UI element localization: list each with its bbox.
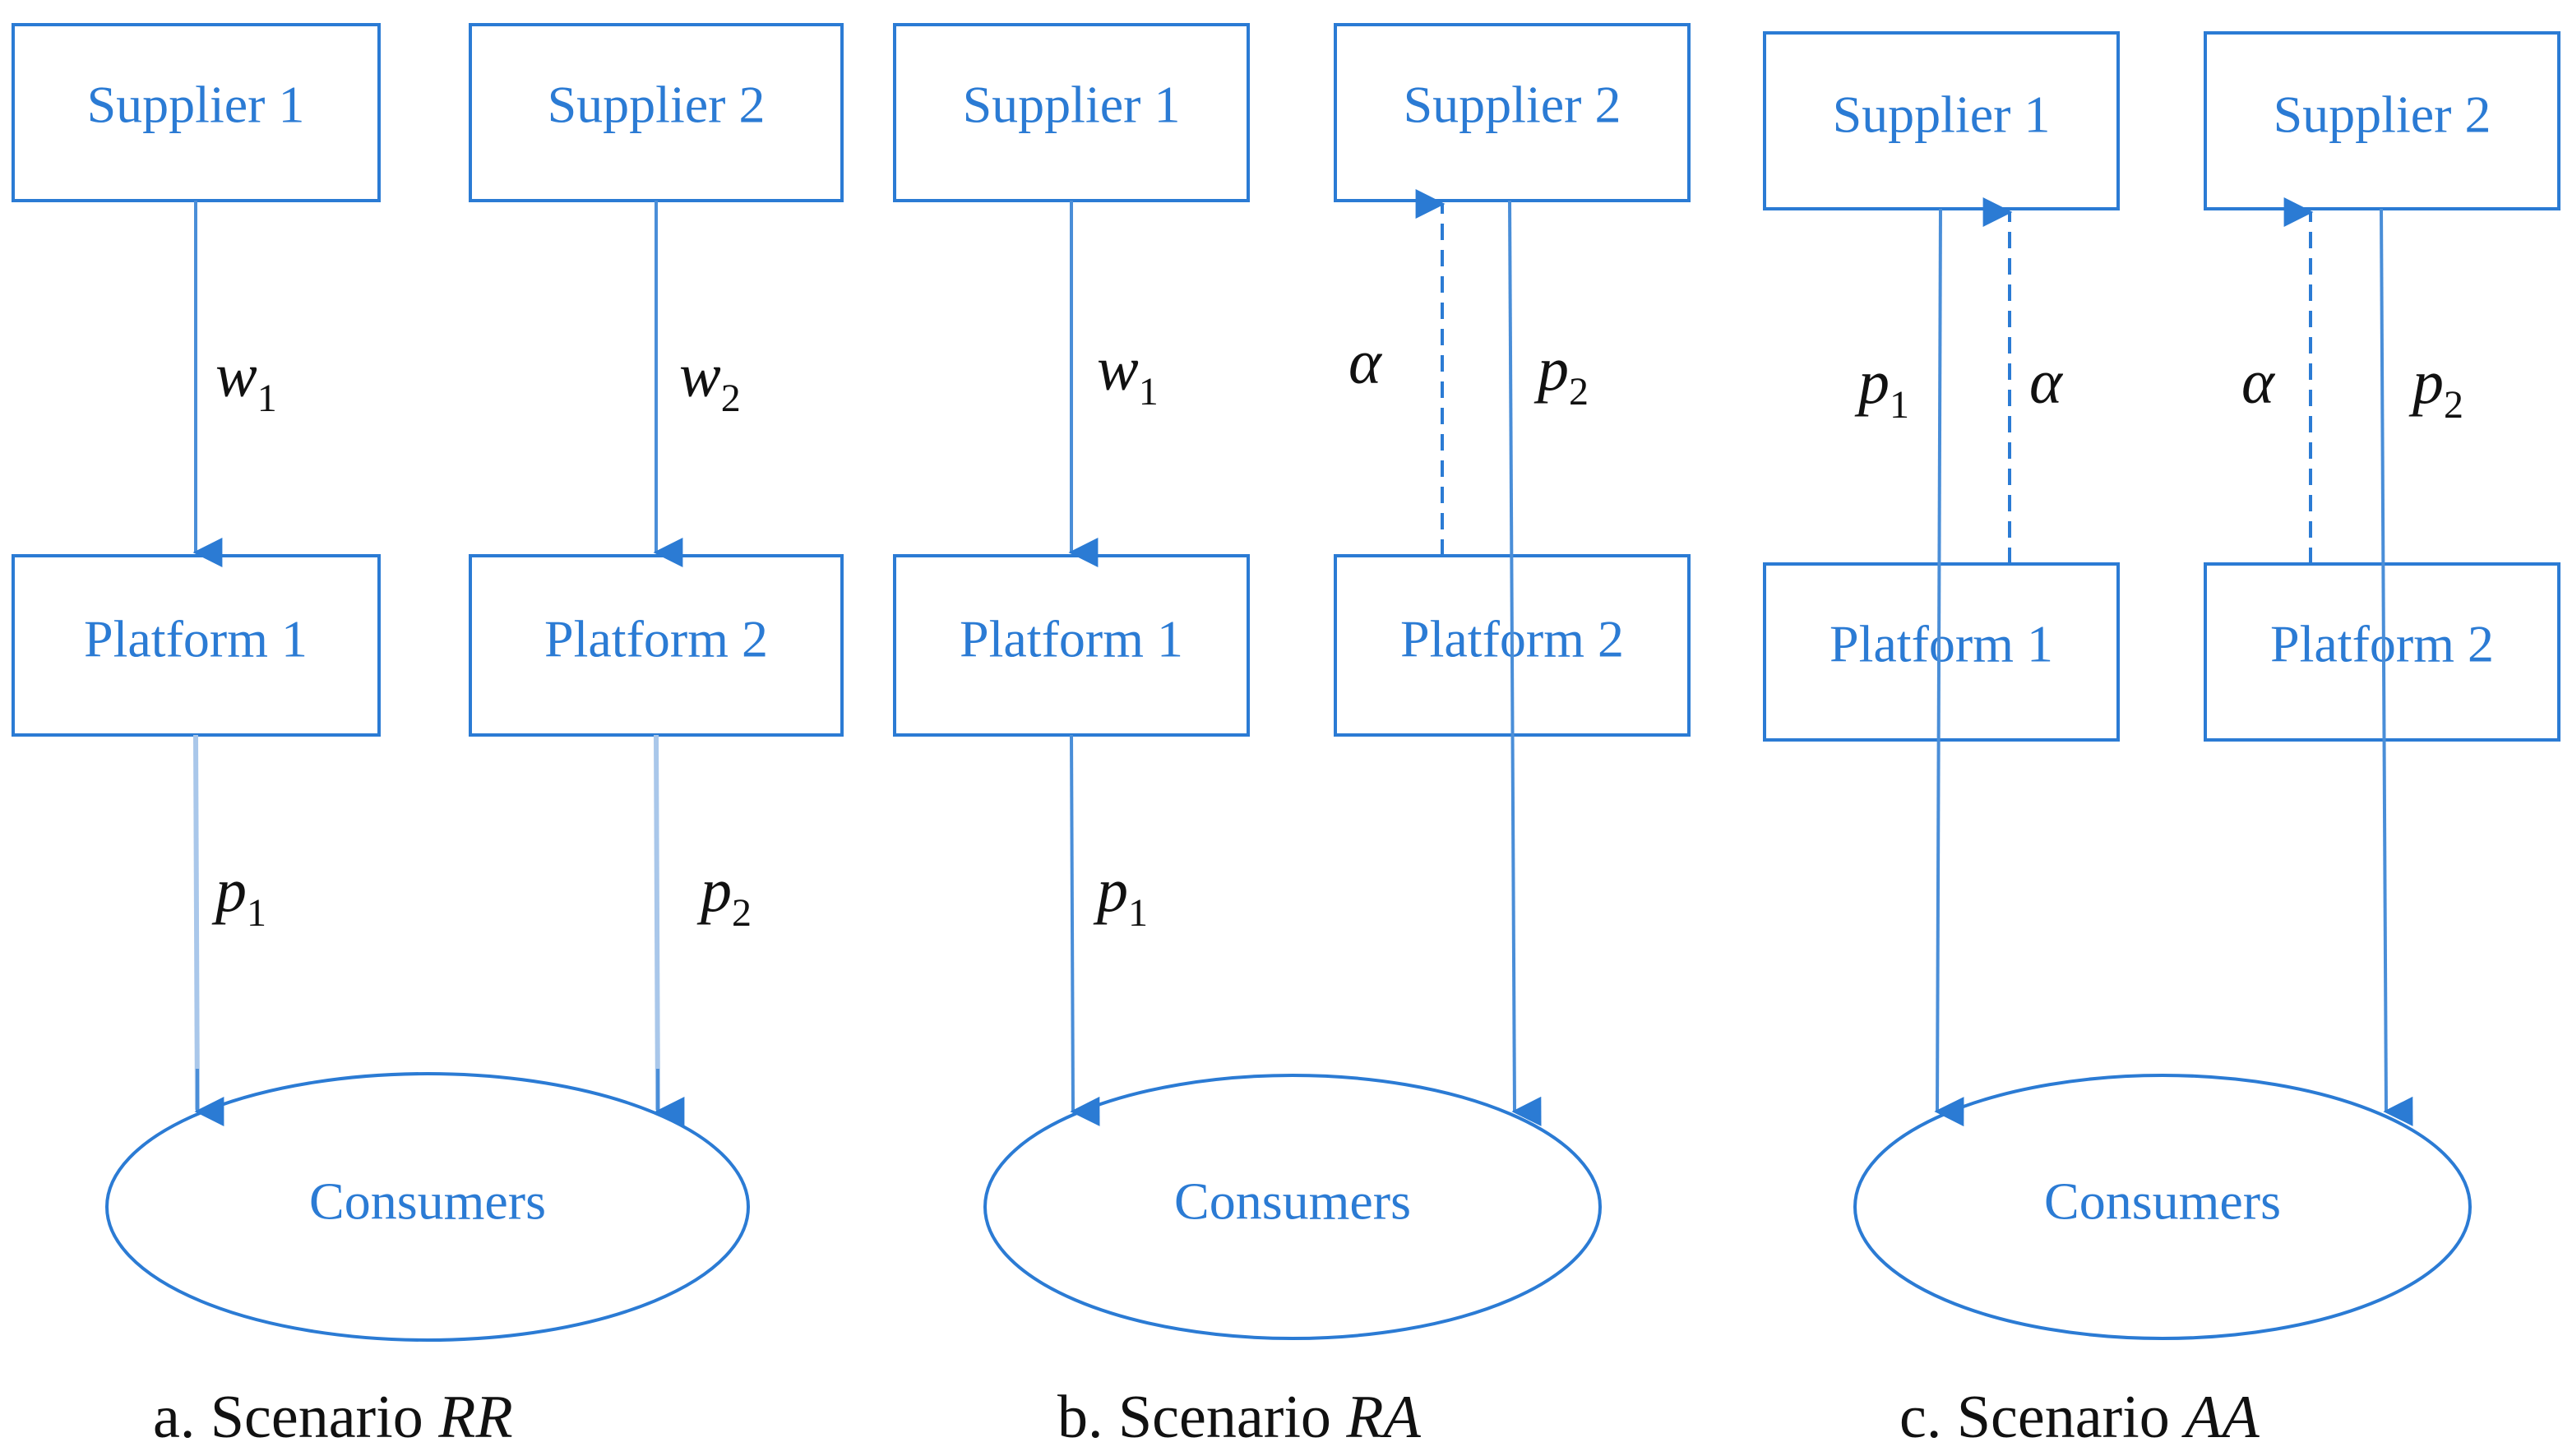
ra-consumers-label: Consumers [1174, 1172, 1411, 1231]
aa-edge-supplier1-to-consumers [1934, 208, 1964, 1127]
rr-label-w1: w1 [215, 341, 277, 420]
ra-label-p2-sub: 2 [1569, 370, 1589, 414]
aa-supplier-1-box [1763, 31, 2120, 210]
rr-label-p2: p2 [696, 856, 752, 935]
ra-supplier-2-label: Supplier 2 [1404, 76, 1621, 134]
rr-label-p2-base: p [696, 856, 732, 925]
aa-label-p1-base: p [1854, 348, 1890, 417]
rr-platform-2-box [469, 554, 844, 737]
rr-label-p1-sub: 1 [247, 891, 266, 935]
rr-label-p1: p1 [211, 856, 266, 935]
rr-caption-prefix: a. Scenario [153, 1384, 438, 1451]
ra-label-p1-base: p [1093, 856, 1128, 925]
ra-platform-1-box [893, 554, 1250, 737]
ra-label-p1-sub: 1 [1128, 891, 1148, 935]
rr-caption-code: RR [437, 1384, 512, 1451]
rr-label-p2-sub: 2 [732, 891, 752, 935]
aa-platform-1-label: Platform 1 [1830, 615, 2053, 673]
aa-label-p2-base: p [2408, 348, 2444, 417]
aa-platform-1-box [1763, 562, 2120, 742]
ra-caption-code: RA [1345, 1384, 1421, 1451]
aa-label-p2: p2 [2408, 348, 2463, 427]
rr-supplier-2-box [469, 23, 844, 202]
ra-label-w1: w1 [1097, 335, 1159, 414]
aa-caption: c. Scenario AA [1899, 1384, 2260, 1451]
scenario-rr-panel: Supplier 1 Supplier 2 Platform 1 Platfor… [12, 23, 844, 1451]
ra-supplier-1-label: Supplier 1 [963, 76, 1181, 134]
rr-label-w2-sub: 2 [721, 377, 741, 420]
rr-consumers-label: Consumers [309, 1172, 546, 1231]
rr-consumers-ellipse [105, 1072, 750, 1342]
ra-edge-platform1-to-consumers [1070, 734, 1100, 1126]
ra-label-p2: p2 [1533, 335, 1589, 414]
aa-consumers-ellipse [1853, 1074, 2472, 1340]
rr-platform-2-label: Platform 2 [544, 610, 768, 668]
rr-label-w2-base: w [679, 341, 721, 410]
aa-caption-code: AA [2181, 1384, 2260, 1451]
aa-edge-supplier2-to-consumers [2380, 208, 2413, 1126]
scenario-aa-panel: Supplier 1 Supplier 2 Platform 1 Platfor… [1763, 31, 2560, 1451]
aa-supplier-2-label: Supplier 2 [2274, 86, 2491, 144]
rr-label-w2: w2 [679, 341, 741, 420]
aa-label-p1-sub: 1 [1890, 383, 1909, 427]
aa-label-alpha-1: α [2029, 348, 2064, 417]
rr-edge-platform1-to-consumers [193, 734, 200, 1111]
rr-caption: a. Scenario RR [153, 1384, 513, 1451]
ra-edge-supplier2-to-consumers [1508, 200, 1542, 1126]
ra-caption: b. Scenario RA [1057, 1384, 1422, 1451]
rr-supplier-2-label: Supplier 2 [548, 76, 766, 134]
ra-platform-1-label: Platform 1 [960, 610, 1183, 668]
ra-label-p2-base: p [1533, 335, 1569, 404]
rr-supplier-1-label: Supplier 1 [87, 76, 305, 134]
aa-consumers-label: Consumers [2044, 1172, 2281, 1231]
rr-supplier-1-box [12, 23, 381, 202]
aa-label-alpha-2: α [2241, 348, 2276, 417]
aa-label-p2-sub: 2 [2444, 383, 2463, 427]
ra-label-alpha: α [1348, 328, 1383, 397]
scenario-ra-panel: Supplier 1 Supplier 2 Platform 1 Platfor… [893, 23, 1691, 1451]
aa-supplier-1-label: Supplier 1 [1833, 86, 2051, 144]
aa-caption-prefix: c. Scenario [1899, 1384, 2185, 1451]
rr-edge-platform2-to-consumers [654, 734, 660, 1111]
ra-label-w1-sub: 1 [1139, 370, 1159, 414]
aa-label-p1: p1 [1854, 348, 1909, 427]
ra-supplier-2-box [1334, 23, 1691, 202]
rr-platform-1-label: Platform 1 [84, 610, 308, 668]
rr-label-w1-base: w [215, 341, 257, 410]
ra-consumers-ellipse [983, 1074, 1602, 1340]
rr-label-w1-sub: 1 [257, 377, 277, 420]
ra-label-p1: p1 [1093, 856, 1148, 935]
aa-supplier-2-box [2204, 31, 2560, 210]
ra-caption-prefix: b. Scenario [1057, 1384, 1346, 1451]
ra-label-w1-base: w [1097, 335, 1139, 404]
ra-supplier-1-box [893, 23, 1250, 202]
rr-label-p1-base: p [211, 856, 247, 925]
